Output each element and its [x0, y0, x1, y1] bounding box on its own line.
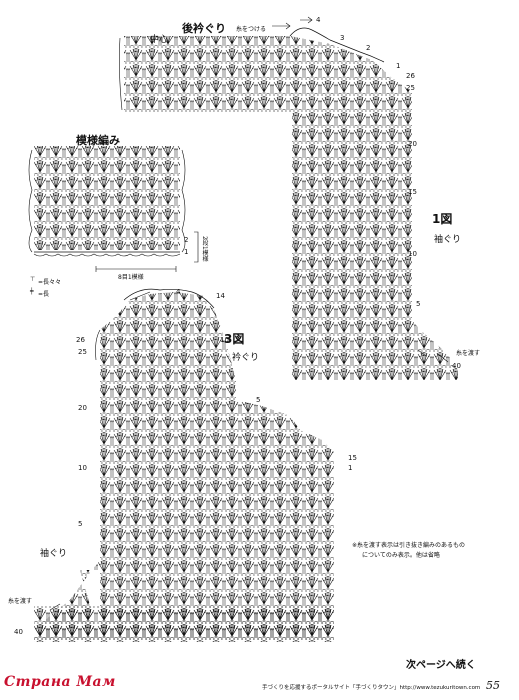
fig1-row-number: 10 [408, 250, 417, 258]
fig1-row-number: 20 [408, 140, 417, 148]
pattern-title: 模様編み [76, 134, 120, 147]
fig1-row-number: 25 [406, 84, 415, 92]
fig1-row-number: 26 [406, 72, 415, 80]
figure-1-subtitle: 袖ぐり [434, 235, 462, 245]
legend-triple-treble: =長々々 [38, 279, 62, 286]
fig1-row-number: 1 [396, 62, 401, 70]
footer-portal-text: 手づくりを応援するポータルサイト「手づくりタウン」http://www.tezu… [262, 685, 481, 691]
fig3-row-number: 40 [14, 628, 23, 636]
fig1-row-number: 5 [416, 300, 421, 308]
pattern-row-number: 1 [184, 248, 189, 256]
fig3-row-number: 5 [78, 520, 83, 528]
fig1-row-number: 3 [340, 34, 345, 42]
pass-yarn-left-label: 糸を渡す [8, 598, 33, 605]
fig1-row-number: 2 [366, 44, 371, 52]
figure-3-title: 3図 [224, 332, 245, 346]
fig3-row-number: 26 [76, 336, 85, 344]
watermark-logo: Страна Мам [4, 674, 116, 690]
fig3-row-number: 20 [78, 404, 87, 412]
back-neckline-label: 後衿ぐり [182, 22, 226, 35]
armhole-label: 袖ぐり [40, 549, 68, 559]
legend-dc-symbol: ╪ [30, 288, 34, 295]
legend-triple-treble-symbol: ⊤ [30, 276, 36, 283]
fig3-row-number: 15 [348, 454, 357, 462]
fig3-row-number: 10 [220, 336, 229, 344]
pass-yarn-right-label: 糸を渡す [456, 350, 481, 357]
stitch-repeat-label: 8目1模様 [118, 274, 144, 281]
note-line-2: についてのみ表示。他は省略 [362, 552, 440, 559]
fig3-row-number: 10 [78, 464, 87, 472]
figure-1-title: 1図 [432, 212, 453, 226]
fig1-row-number: 4 [316, 16, 321, 24]
fig3-row-number: 14 [216, 292, 225, 300]
pattern-row-number: 2 [184, 236, 189, 244]
continued-next-page: 次ページへ続く [406, 660, 476, 671]
fig3-row-number: 25 [78, 348, 87, 356]
fig1-row-number: 40 [452, 362, 461, 370]
repeat-rows-label: 2段1模様 [201, 236, 208, 262]
page-number: 55 [486, 679, 500, 692]
fig3-row-number: 1 [348, 464, 353, 472]
note-line-1: ※糸を渡す表示は引き抜き編みのあるもの [352, 542, 466, 549]
center-label: 中心 [150, 35, 169, 45]
attach-yarn-label: 糸をつける [236, 26, 267, 33]
fig1-row-number: 15 [408, 188, 417, 196]
legend-dc: =長 [38, 291, 50, 298]
fig3-row-number: 4 [176, 288, 181, 296]
fig3-row-number: 5 [256, 396, 261, 404]
figure-3-subtitle: 衿ぐり [232, 353, 260, 363]
